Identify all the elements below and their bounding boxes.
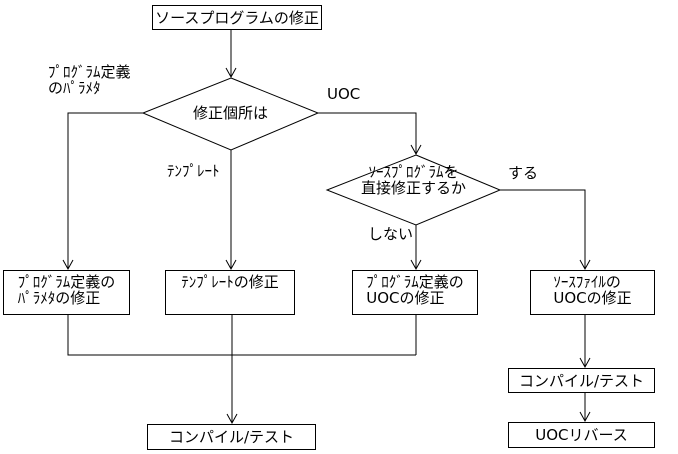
branch-label-program-param-line1: ﾌﾟﾛｸﾞﾗﾑ定義 <box>48 63 131 81</box>
decision-location-label: 修正個所は <box>192 104 268 122</box>
decision-direct-edit-line1: ｿｰｽﾌﾟﾛｸﾞﾗﾑを <box>368 163 459 181</box>
node-fix-srcfile-uoc-line1: ｿｰｽﾌｧｲﾙの <box>553 273 621 291</box>
node-uoc-reverse-label: UOCリバース <box>535 426 628 444</box>
node-compile-test-main: コンパイル/テスト <box>147 424 316 450</box>
node-compile-test-right: コンパイル/テスト <box>508 368 655 393</box>
edge-location-to-fix-param <box>67 112 143 268</box>
node-fix-progdef-uoc: ﾌﾟﾛｸﾞﾗﾑ定義の UOCの修正 <box>352 270 478 315</box>
arrowhead-down-icon <box>579 411 591 423</box>
arrowhead-down-icon <box>579 357 591 369</box>
arrowhead-down-icon <box>225 259 237 271</box>
node-fix-template-label: ﾃﾝﾌﾟﾚｰﾄの修正 <box>181 273 279 291</box>
node-start: ソースプログラムの修正 <box>152 5 322 30</box>
decision-direct-edit-label: ｿｰｽﾌﾟﾛｸﾞﾗﾑを 直接修正するか <box>327 164 500 196</box>
node-fix-param-line1: ﾌﾟﾛｸﾞﾗﾑ定義の <box>17 273 116 291</box>
branch-label-template: ﾃﾝﾌﾟﾚｰﾄ <box>167 162 220 180</box>
arrowhead-down-icon <box>62 259 74 271</box>
node-uoc-reverse: UOCリバース <box>508 422 655 448</box>
branch-label-program-param: ﾌﾟﾛｸﾞﾗﾑ定義 のﾊﾟﾗﾒﾀ <box>48 64 131 96</box>
edge-fix-param-to-bus <box>67 315 416 356</box>
arrowhead-down-icon <box>226 413 238 425</box>
node-compile-test-right-label: コンパイル/テスト <box>518 371 645 390</box>
decision-direct-edit-line2: 直接修正するか <box>360 179 466 197</box>
node-fix-param-line2: ﾊﾟﾗﾒﾀの修正 <box>17 289 101 307</box>
arrowhead-down-icon <box>225 67 237 79</box>
branch-label-do-edit: する <box>508 164 539 182</box>
arrowhead-down-icon <box>579 259 591 271</box>
node-compile-test-main-label: コンパイル/テスト <box>168 428 295 446</box>
arrowhead-down-icon <box>410 144 422 156</box>
edge-direct-edit-yes <box>500 189 586 268</box>
edge-location-to-direct-edit <box>318 112 417 153</box>
branch-label-uoc: UOC <box>327 85 361 103</box>
node-fix-srcfile-uoc: ｿｰｽﾌｧｲﾙの UOCの修正 <box>530 270 655 315</box>
node-fix-progdef-uoc-line1: ﾌﾟﾛｸﾞﾗﾑ定義の <box>366 273 464 291</box>
node-fix-param: ﾌﾟﾛｸﾞﾗﾑ定義の ﾊﾟﾗﾒﾀの修正 <box>3 270 130 315</box>
node-start-label: ソースプログラムの修正 <box>155 8 319 27</box>
node-fix-srcfile-uoc-line2: UOCの修正 <box>553 289 632 307</box>
arrowhead-down-icon <box>410 259 422 271</box>
branch-label-dont-edit: しない <box>368 225 414 243</box>
branch-label-program-param-line2: のﾊﾟﾗﾒﾀ <box>48 79 101 97</box>
node-fix-progdef-uoc-line2: UOCの修正 <box>366 289 445 307</box>
node-fix-template: ﾃﾝﾌﾟﾚｰﾄの修正 <box>165 270 295 315</box>
